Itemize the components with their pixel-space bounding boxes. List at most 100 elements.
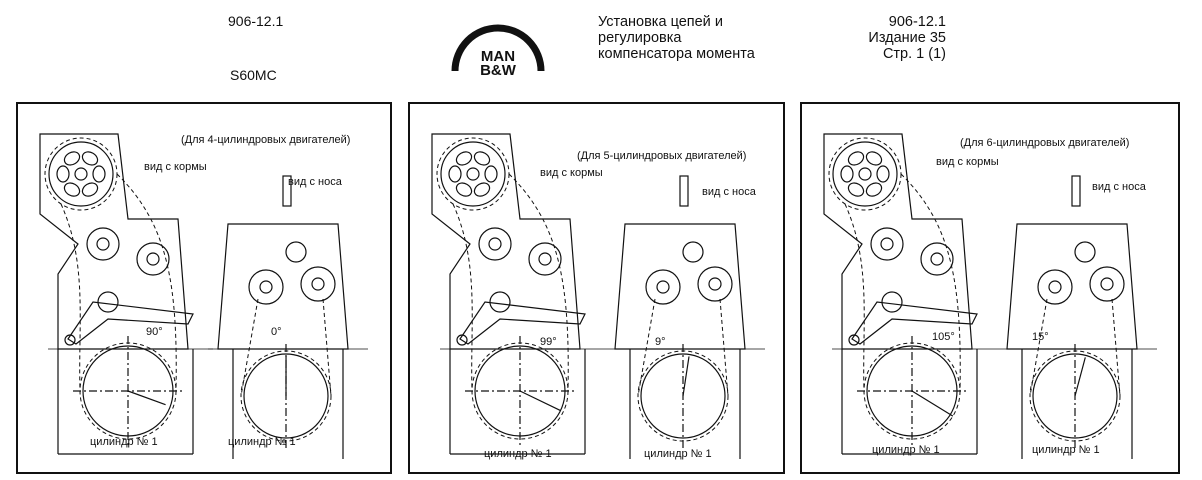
document-title: Установка цепей и регулировка компенсато… [598, 14, 755, 62]
counterweight-wheel [300, 266, 336, 302]
title-line-3: компенсатора момента [598, 46, 755, 62]
intermediate-hub [880, 237, 894, 251]
fore-view-label: вид с носа [1092, 181, 1146, 193]
chain-tensioner [679, 175, 689, 207]
lever-end [64, 334, 76, 346]
counterweight-wheel [697, 266, 733, 302]
aft-view-label: вид с кормы [936, 156, 999, 168]
document-id: 906-12.1 [228, 13, 284, 29]
meta-page: Стр. 1 (1) [882, 46, 946, 62]
intermediate-wheel [136, 242, 170, 276]
logo-top-text: MAN [481, 48, 515, 65]
fore-crank-wheel [1032, 353, 1118, 439]
man-bw-logo: MAN B&W [451, 24, 545, 78]
cylinder-count-note: (Для 6-цилиндровых двигателей) [960, 137, 1130, 149]
fore-small-wheel [1074, 241, 1096, 263]
counterweight-hub [656, 280, 670, 294]
intermediate-wheel [870, 227, 904, 261]
lever-pivot [489, 291, 511, 313]
fore-chain-run [1029, 298, 1048, 397]
counterweight-wheel [1089, 266, 1125, 302]
left-angle-label: 105° [932, 331, 955, 343]
fore-chain-run [1111, 298, 1121, 397]
aft-view-label: вид с кормы [540, 167, 603, 179]
meta-edition: Издание 35 [868, 30, 946, 46]
wheel-spoke-opening [876, 165, 890, 183]
intermediate-hub [538, 252, 552, 266]
camshaft-wheel [440, 141, 506, 207]
chain-run [508, 173, 569, 392]
fore-small-wheel [285, 241, 307, 263]
document-meta: 906-12.1 Издание 35 Стр. 1 (1) [820, 14, 946, 62]
fore-view-label: вид с носа [702, 186, 756, 198]
intermediate-wheel [86, 227, 120, 261]
counterweight-hub [311, 277, 325, 291]
intermediate-hub [96, 237, 110, 251]
fore-small-wheel [682, 241, 704, 263]
chain-tightener-lever [459, 301, 586, 345]
chain-run [60, 203, 81, 392]
counterweight-hub [708, 277, 722, 291]
right-cylinder-label: цилиндр № 1 [228, 436, 296, 448]
wheel-spoke-opening [448, 165, 462, 183]
counterweight-wheel [645, 269, 681, 305]
chain-drive-diagram-5-cyl [431, 133, 765, 459]
wheel-spoke-opening [92, 165, 106, 183]
fore-chain-run [240, 298, 259, 397]
left-cylinder-label: цилиндр № 1 [872, 444, 940, 456]
camshaft-hub [858, 167, 872, 181]
chain-run [452, 203, 473, 392]
wheel-spoke-opening [56, 165, 70, 183]
right-cylinder-label: цилиндр № 1 [644, 448, 712, 460]
title-line-2: регулировка [598, 30, 682, 46]
right-cylinder-label: цилиндр № 1 [1032, 444, 1100, 456]
aft-view-label: вид с кормы [144, 161, 207, 173]
wheel-spoke-opening [63, 151, 81, 166]
wheel-spoke-opening [484, 165, 498, 183]
lever-pivot [97, 291, 119, 313]
camshaft-wheel [48, 141, 114, 207]
intermediate-hub [488, 237, 502, 251]
logo-bottom-text: B&W [480, 62, 517, 78]
camshaft-hub [466, 167, 480, 181]
chain-tightener-lever [67, 301, 194, 345]
left-cylinder-label: цилиндр № 1 [90, 436, 158, 448]
lever-end [848, 334, 860, 346]
fore-crank-wheel [243, 353, 329, 439]
intermediate-hub [146, 252, 160, 266]
chain-tightener-lever [851, 301, 978, 345]
wheel-spoke-opening [865, 182, 883, 197]
lever-end [456, 334, 468, 346]
crank-position [127, 390, 166, 406]
fore-crank-position [682, 356, 690, 397]
camshaft-hub [74, 167, 88, 181]
intermediate-wheel [528, 242, 562, 276]
fore-chain-run [322, 298, 332, 397]
right-angle-label: 0° [271, 326, 282, 338]
crank-position [911, 390, 954, 417]
counterweight-hub [1100, 277, 1114, 291]
wheel-spoke-opening [473, 182, 491, 197]
right-angle-label: 9° [655, 336, 666, 348]
cylinder-count-note: (Для 5-цилиндровых двигателей) [577, 150, 747, 162]
camshaft-wheel [832, 141, 898, 207]
panel-6-cylinder: (Для 6-цилиндровых двигателей) вид с кор… [800, 102, 1180, 474]
fore-chain-run [719, 298, 729, 397]
counterweight-wheel [248, 269, 284, 305]
chain-run [116, 173, 177, 392]
left-angle-label: 99° [540, 336, 557, 348]
wheel-spoke-opening [865, 151, 883, 166]
camshaft-chain [436, 137, 510, 211]
wheel-spoke-opening [81, 151, 99, 166]
counterweight-wheel [1037, 269, 1073, 305]
left-angle-label: 90° [146, 326, 163, 338]
camshaft-chain [44, 137, 118, 211]
fore-crank-position [1074, 357, 1086, 397]
counterweight-hub [259, 280, 273, 294]
chain-run [900, 173, 961, 392]
cylinder-count-note: (Для 4-цилиндровых двигателей) [181, 134, 351, 146]
wheel-spoke-opening [455, 151, 473, 166]
panel-4-cylinder: (Для 4-цилиндровых двигателей) вид с кор… [16, 102, 392, 474]
left-cylinder-label: цилиндр № 1 [484, 448, 552, 460]
wheel-spoke-opening [847, 151, 865, 166]
